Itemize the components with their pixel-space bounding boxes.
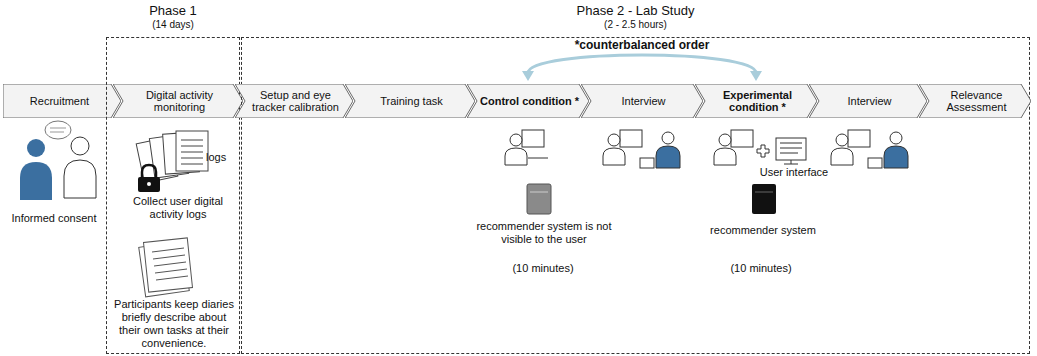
step-name: Control condition * [480, 95, 579, 107]
chevron-label: Setup and eye tracker calibration [247, 84, 344, 118]
step-name: Setup and eye tracker calibration [247, 89, 344, 113]
chevron-label: Control condition * [479, 84, 580, 118]
interface-monitor [776, 138, 806, 164]
chevron-outline [467, 84, 589, 118]
chevron-outline [919, 84, 1031, 118]
double-arrow [522, 55, 762, 81]
chevron-label: Digital activity monitoring [125, 84, 234, 118]
black-server [752, 184, 776, 214]
process-chevron: Interview [581, 84, 703, 118]
chevron-label: Relevance Assessment [931, 84, 1022, 118]
annotation: User interface [754, 166, 834, 179]
arrow-curve [528, 55, 756, 73]
user-computer [505, 130, 548, 165]
chevron-label: Recruitment [7, 84, 112, 118]
edge-label: *counterbalanced order [573, 38, 712, 52]
chevron-outline [235, 84, 353, 118]
plus-sign [757, 145, 769, 157]
chevron-outline [581, 84, 703, 118]
diary-notebook [139, 238, 193, 297]
annotation: Collect user digital activity logs [118, 195, 238, 221]
phase-duration: (2 - 2.5 hours) [242, 19, 1029, 31]
phase-title: Phase 2 - Lab Study [242, 3, 1029, 18]
annotation: recommender system is not visible to the… [474, 220, 614, 246]
process-chevron: Control condition * [467, 84, 589, 118]
process-chevron: Relevance Assessment [919, 84, 1031, 118]
annotation: (10 minutes) [500, 262, 586, 275]
phase-duration: (14 days) [107, 19, 239, 31]
step-name: Digital activity monitoring [125, 89, 234, 113]
step-name: Recruitment [30, 95, 89, 107]
annotation: (10 minutes) [718, 262, 804, 275]
interview-figure [603, 130, 680, 168]
phase-region: Phase 2 - Lab Study(2 - 2.5 hours)Setup … [241, 37, 1030, 354]
step-name: Interview [621, 95, 665, 107]
phase-title: Phase 1 [107, 3, 239, 18]
process-chevron: Digital activity monitoring [113, 84, 243, 118]
step-name: Training task [380, 95, 443, 107]
chevron-outline [3, 84, 121, 118]
logs-pages [136, 131, 208, 183]
chevron-outline [345, 84, 475, 118]
chevron-outline [809, 84, 927, 118]
process-chevron: Training task [345, 84, 475, 118]
step-name: Relevance Assessment [931, 89, 1022, 113]
lock-icon [138, 165, 160, 192]
annotation: Participants keep diaries briefly descri… [110, 298, 238, 350]
arrow-head [522, 71, 534, 81]
grey-server [527, 184, 551, 214]
chevron-label: Interview [593, 84, 694, 118]
chevron-outline [113, 84, 243, 118]
process-chevron: Interview [809, 84, 927, 118]
chevron-label: Training task [357, 84, 466, 118]
arrow-head [750, 71, 762, 81]
chevron-outline [695, 84, 817, 118]
process-chevron: Experimental condition * [695, 84, 817, 118]
annotation: logs [206, 151, 236, 164]
step-name: Interview [847, 95, 891, 107]
process-chevron: Recruitment [3, 84, 121, 118]
process-chevron: Setup and eye tracker calibration [235, 84, 353, 118]
interview-figure [831, 130, 908, 168]
chevron-label: Experimental condition * [707, 84, 808, 118]
user-computer [714, 130, 753, 165]
consent-figure [20, 121, 96, 200]
step-name: Experimental condition * [707, 89, 808, 113]
annotation: Informed consent [2, 212, 106, 225]
chevron-label: Interview [821, 84, 918, 118]
annotation: recommender system [700, 224, 826, 237]
